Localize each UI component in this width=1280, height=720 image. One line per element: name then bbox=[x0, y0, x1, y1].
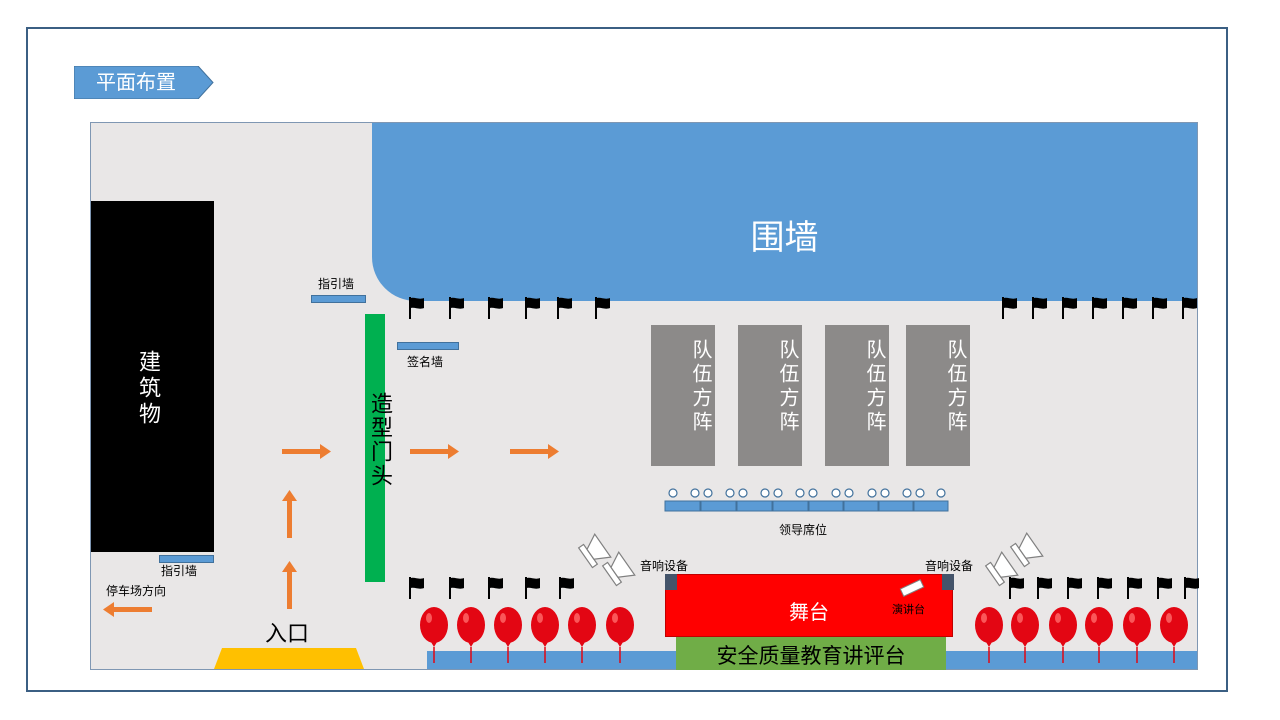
leader-seats-label: 领导席位 bbox=[779, 523, 828, 537]
arrow-icon bbox=[510, 444, 559, 459]
arrow-icon bbox=[282, 444, 331, 459]
flag-icon bbox=[449, 576, 465, 600]
boundary-wall bbox=[372, 123, 1197, 301]
flag-icon bbox=[557, 296, 573, 320]
squad-block: 队伍方阵 bbox=[825, 325, 889, 466]
seat-circle-icon bbox=[668, 488, 946, 498]
squad-label: 队伍方阵 bbox=[776, 339, 800, 435]
entrance-ramp bbox=[214, 648, 364, 669]
flag-icon bbox=[525, 576, 541, 600]
page-title: 平面布置 bbox=[96, 70, 176, 94]
entrance-gate bbox=[365, 314, 385, 582]
flag-icon bbox=[1062, 296, 1078, 320]
flag-icon bbox=[488, 576, 504, 600]
flag-icon bbox=[525, 296, 541, 320]
parking-direction-label: 停车场方向 bbox=[106, 584, 167, 598]
bottom-strip-right bbox=[946, 651, 1197, 669]
squad-label: 队伍方阵 bbox=[863, 339, 887, 435]
squad-label: 队伍方阵 bbox=[689, 339, 713, 435]
building-label: 建筑物 bbox=[135, 350, 160, 428]
entrance-gate-label: 造型门头 bbox=[367, 392, 392, 488]
flag-icon bbox=[1152, 296, 1168, 320]
flag-icon bbox=[1067, 576, 1083, 600]
arrow-icon bbox=[410, 444, 459, 459]
flag-icon bbox=[1122, 296, 1138, 320]
education-platform bbox=[676, 637, 946, 670]
podium-label: 演讲台 bbox=[892, 603, 925, 616]
squad-label: 队伍方阵 bbox=[944, 339, 968, 435]
flag-icon bbox=[595, 296, 611, 320]
stage-post-left bbox=[665, 574, 677, 590]
arrow-icon bbox=[282, 561, 297, 609]
guide-wall-top bbox=[311, 295, 366, 303]
guide-wall-bottom-label: 指引墙 bbox=[161, 564, 198, 578]
sign-wall-label: 签名墙 bbox=[407, 355, 444, 369]
squad-block: 队伍方阵 bbox=[651, 325, 715, 466]
bottom-strip-left bbox=[427, 651, 676, 669]
education-platform-label: 安全质量教育讲评台 bbox=[716, 644, 906, 668]
flag-icon bbox=[1184, 576, 1200, 600]
guide-wall-bottom bbox=[159, 555, 214, 563]
building-block bbox=[91, 201, 214, 552]
stage-post-right bbox=[942, 574, 954, 590]
arrow-icon bbox=[282, 490, 297, 538]
flag-icon bbox=[1037, 576, 1053, 600]
flag-icon bbox=[1009, 576, 1025, 600]
flag-icon bbox=[1032, 296, 1048, 320]
flag-icon bbox=[409, 296, 425, 320]
flag-icon bbox=[559, 576, 575, 600]
guide-wall-top-label: 指引墙 bbox=[318, 277, 355, 291]
flag-icon bbox=[1127, 576, 1143, 600]
title-tag-shape bbox=[74, 66, 214, 99]
leader-seat-bars bbox=[664, 500, 949, 512]
boundary-wall-label: 围墙 bbox=[750, 218, 819, 258]
speaker-icon bbox=[1008, 532, 1044, 569]
flag-icon bbox=[409, 576, 425, 600]
flag-icon bbox=[1182, 296, 1198, 320]
squad-block: 队伍方阵 bbox=[906, 325, 970, 466]
flag-icon bbox=[1002, 296, 1018, 320]
flag-icon bbox=[1157, 576, 1173, 600]
stage bbox=[665, 574, 953, 637]
stage-label: 舞台 bbox=[789, 600, 829, 624]
flag-icon bbox=[1097, 576, 1113, 600]
squad-block: 队伍方阵 bbox=[738, 325, 802, 466]
sign-wall bbox=[397, 342, 459, 350]
slide-frame bbox=[26, 27, 1228, 692]
arrow-icon bbox=[103, 602, 152, 617]
flag-icon bbox=[449, 296, 465, 320]
audio-left-label: 音响设备 bbox=[640, 559, 689, 573]
audio-right-label: 音响设备 bbox=[925, 559, 974, 573]
entrance-label: 入口 bbox=[265, 622, 310, 647]
flag-icon bbox=[488, 296, 504, 320]
flag-icon bbox=[1092, 296, 1108, 320]
podium-icon bbox=[899, 579, 925, 597]
